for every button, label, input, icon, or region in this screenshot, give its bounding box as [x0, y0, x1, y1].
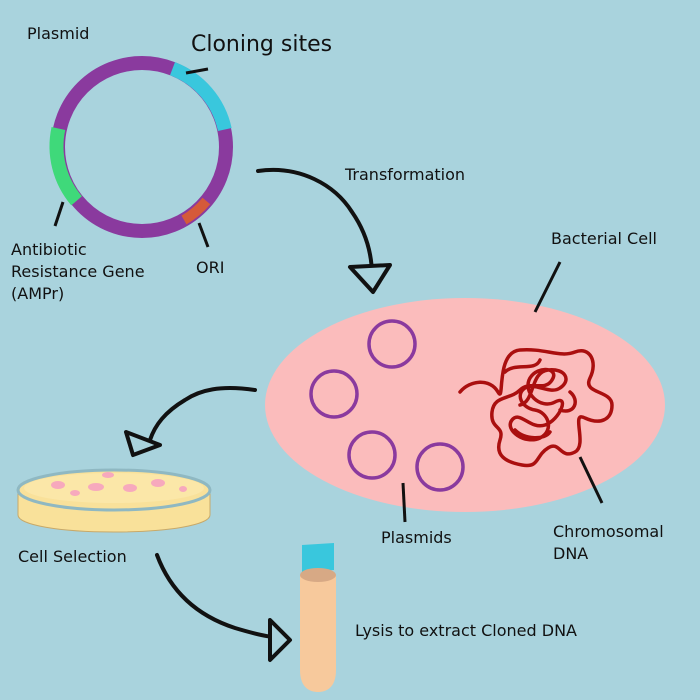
plasmid-circle [367, 319, 417, 369]
plasmid-circle [347, 430, 397, 480]
chromosomal-dna-pointer [578, 456, 604, 504]
cloning-sites-label: Cloning sites [191, 32, 333, 57]
ori-segment [181, 197, 211, 225]
test-tube [300, 543, 336, 692]
plasmid-circle [309, 369, 359, 419]
cloning-sites-pointer [185, 67, 209, 75]
plasmid-label: Plasmid [27, 24, 90, 43]
cell-plasmids [309, 319, 465, 492]
resistance-pointer [53, 201, 65, 227]
lysis-label: Lysis to extract Cloned DNA [355, 621, 577, 640]
selection-arrow [124, 386, 257, 457]
cloning-site-segment [169, 62, 232, 132]
chromosomal-dna-tangle [458, 348, 614, 468]
lysis-arrow [155, 553, 292, 662]
colonies [51, 472, 187, 496]
ori-pointer [197, 222, 210, 248]
cell-selection-label: Cell Selection [18, 547, 127, 566]
bacterial-cell [265, 298, 665, 512]
bacterial-cell-pointer [533, 261, 562, 313]
transformation-label: Transformation [345, 165, 466, 184]
plasmid-ring [49, 56, 233, 238]
ori-label: ORI [196, 258, 225, 277]
plasmid-circle [415, 442, 465, 492]
plasmids-pointer [401, 482, 407, 523]
antibiotic-resistance-label: Antibiotic Resistance Gene (AMPr) [11, 240, 145, 303]
transformation-arrow [256, 167, 392, 294]
plasmids-label: Plasmids [381, 528, 452, 547]
petri-dish [16, 468, 212, 533]
resistance-gene-segment [49, 127, 83, 206]
bacterial-cell-label: Bacterial Cell [551, 229, 657, 248]
chromosomal-dna-label: Chromosomal DNA [553, 522, 664, 563]
